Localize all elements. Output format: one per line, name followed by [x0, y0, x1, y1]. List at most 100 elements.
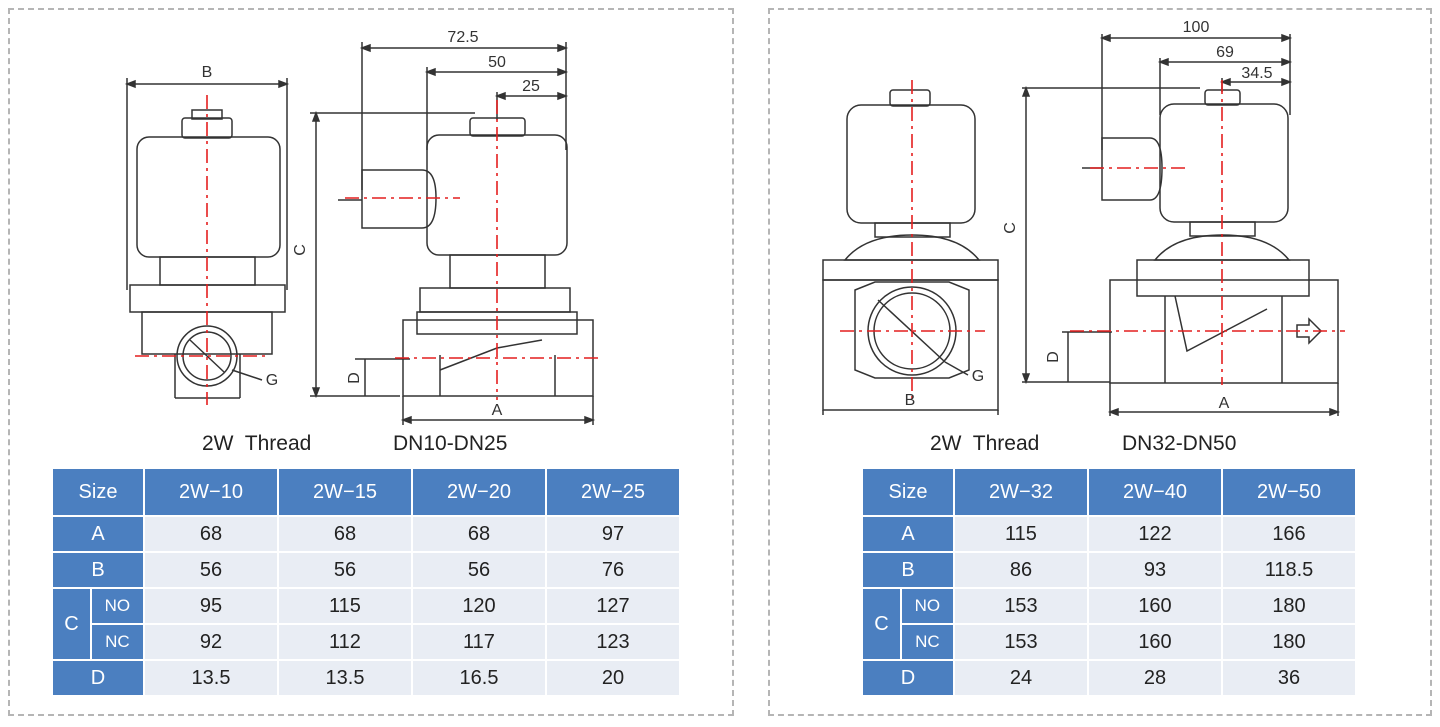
- left-dim-g-label: G: [266, 372, 278, 389]
- table-row: A 115 122 166: [863, 517, 1355, 551]
- table-cell: 13.5: [145, 661, 277, 695]
- table-row: NC 153 160 180: [863, 625, 1355, 659]
- table-cell: 127: [547, 589, 679, 623]
- table-cell: 160: [1089, 625, 1221, 659]
- table-header-cell: Size: [863, 469, 953, 515]
- left-dim-b-label: B: [202, 64, 213, 81]
- table-cell: 56: [279, 553, 411, 587]
- table-cell: 24: [955, 661, 1087, 695]
- table-header-cell: 2W−15: [279, 469, 411, 515]
- table-cell: 95: [145, 589, 277, 623]
- left-dim-top1-label: 72.5: [447, 29, 478, 46]
- table-cell: 93: [1089, 553, 1221, 587]
- row-label: B: [863, 553, 953, 587]
- left-dim-top2-label: 50: [488, 54, 506, 71]
- left-dim-d-label: D: [346, 372, 363, 384]
- table-row: C NO 95 115 120 127: [53, 589, 679, 659]
- table-cell: 68: [413, 517, 545, 551]
- right-dim-top2-label: 69: [1216, 44, 1234, 61]
- row-label: A: [53, 517, 143, 551]
- row-sublabel: NC: [901, 625, 953, 659]
- left-dim-c-label: C: [292, 244, 309, 256]
- table-cell: 68: [145, 517, 277, 551]
- right-dim-top1-label: 100: [1183, 19, 1210, 36]
- left-dim-a-label: A: [492, 402, 503, 419]
- right-dim-top3-label: 34.5: [1241, 65, 1272, 82]
- table-cell: 180: [1223, 625, 1355, 659]
- right-spec-table: Size 2W−32 2W−40 2W−50 A 115 122 166 B 8…: [861, 467, 1357, 697]
- table-cell: 123: [547, 625, 679, 659]
- right-side-view: [1021, 33, 1341, 417]
- left-caption-range: DN10-DN25: [393, 432, 508, 455]
- left-spec-table: Size 2W−10 2W−15 2W−20 2W−25 A 68 68 68 …: [51, 467, 681, 697]
- table-row: A 68 68 68 97: [53, 517, 679, 551]
- table-row: C NO 153 160 180: [863, 589, 1355, 659]
- table-cell: 153: [955, 625, 1087, 659]
- right-side-centerlines: [1070, 80, 1345, 385]
- row-sublabel: NO: [91, 589, 143, 623]
- right-caption-type: 2W Thread: [930, 432, 1040, 455]
- table-cell: 115: [279, 589, 411, 623]
- table-header-row: Size 2W−10 2W−15 2W−20 2W−25: [53, 469, 679, 515]
- table-header-cell: Size: [53, 469, 143, 515]
- table-cell: 115: [955, 517, 1087, 551]
- row-sublabel: NC: [91, 625, 143, 659]
- row-group-label: C: [53, 589, 90, 659]
- right-dim-a-label: A: [1219, 395, 1230, 412]
- table-cell: 120: [413, 589, 545, 623]
- table-header-cell: 2W−50: [1223, 469, 1355, 515]
- left-side-centerlines: [345, 100, 600, 400]
- table-cell: 76: [547, 553, 679, 587]
- right-dim-g-label: G: [972, 368, 984, 385]
- table-header-row: Size 2W−32 2W−40 2W−50: [863, 469, 1355, 515]
- table-header-cell: 2W−10: [145, 469, 277, 515]
- table-cell: 97: [547, 517, 679, 551]
- table-cell: 20: [547, 661, 679, 695]
- table-cell: 56: [145, 553, 277, 587]
- right-caption-range: DN32-DN50: [1122, 432, 1237, 455]
- table-row: B 56 56 56 76: [53, 553, 679, 587]
- left-caption-type: 2W Thread: [202, 432, 312, 455]
- table-row: B 86 93 118.5: [863, 553, 1355, 587]
- table-cell: 118.5: [1223, 553, 1355, 587]
- table-cell: 28: [1089, 661, 1221, 695]
- row-label: B: [53, 553, 143, 587]
- table-cell: 92: [145, 625, 277, 659]
- right-front-centerlines: [840, 80, 985, 400]
- left-front-centerlines: [135, 95, 270, 405]
- left-side-view: [310, 42, 596, 425]
- row-sublabel: NO: [901, 589, 953, 623]
- table-row: D 13.5 13.5 16.5 20: [53, 661, 679, 695]
- table-cell: 180: [1223, 589, 1355, 623]
- table-header-cell: 2W−20: [413, 469, 545, 515]
- row-label: D: [863, 661, 953, 695]
- table-cell: 153: [955, 589, 1087, 623]
- table-cell: 166: [1223, 517, 1355, 551]
- table-row: NC 92 112 117 123: [53, 625, 679, 659]
- right-dim-c-label: C: [1002, 222, 1019, 234]
- table-cell: 122: [1089, 517, 1221, 551]
- row-label: D: [53, 661, 143, 695]
- table-header-cell: 2W−40: [1089, 469, 1221, 515]
- table-row: D 24 28 36: [863, 661, 1355, 695]
- row-label: A: [863, 517, 953, 551]
- table-header-cell: 2W−32: [955, 469, 1087, 515]
- right-dim-d-label: D: [1045, 351, 1062, 363]
- table-header-cell: 2W−25: [547, 469, 679, 515]
- table-cell: 56: [413, 553, 545, 587]
- table-cell: 13.5: [279, 661, 411, 695]
- table-cell: 86: [955, 553, 1087, 587]
- table-cell: 16.5: [413, 661, 545, 695]
- table-cell: 112: [279, 625, 411, 659]
- left-dim-top3-label: 25: [522, 78, 540, 95]
- right-panel-frame: [768, 8, 1432, 716]
- table-cell: 117: [413, 625, 545, 659]
- right-dim-b-label: B: [905, 392, 916, 409]
- left-panel-frame: [8, 8, 734, 716]
- table-cell: 36: [1223, 661, 1355, 695]
- row-group-label: C: [863, 589, 900, 659]
- table-cell: 160: [1089, 589, 1221, 623]
- table-cell: 68: [279, 517, 411, 551]
- right-front-view: [822, 89, 999, 415]
